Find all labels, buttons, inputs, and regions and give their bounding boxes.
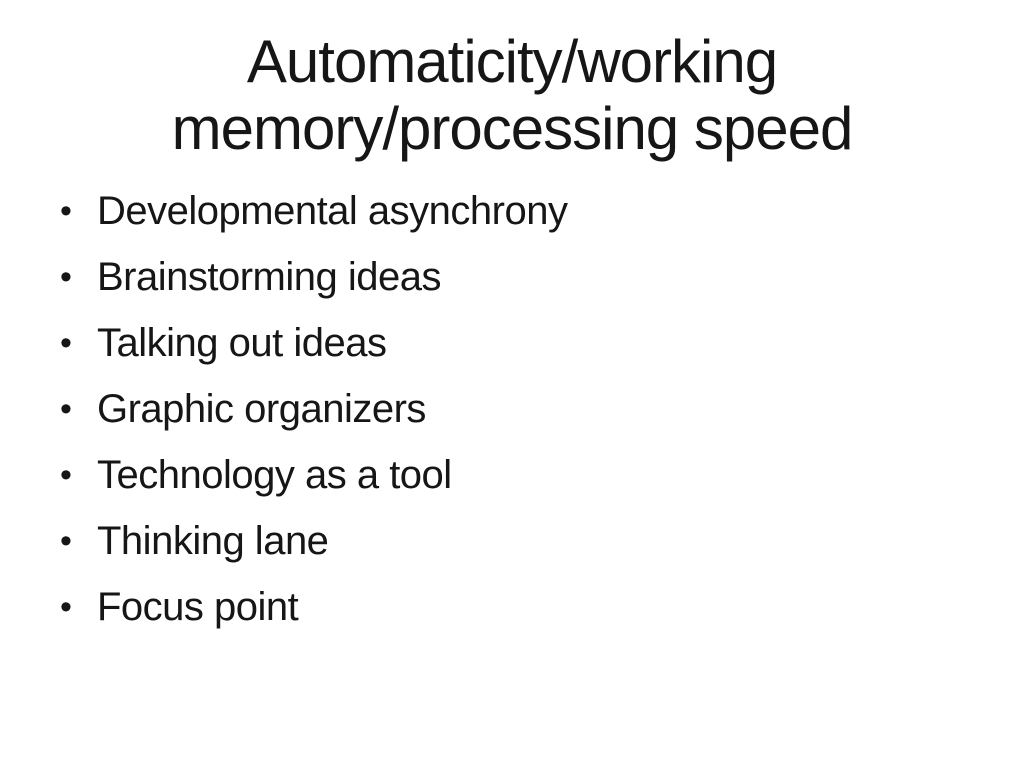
bullet-text: Graphic organizers <box>97 386 426 431</box>
bullet-icon: • <box>60 257 72 296</box>
slide-title-line-1: Automaticity/working <box>246 28 778 95</box>
bullet-text: Developmental asynchrony <box>97 188 568 233</box>
list-item: • Graphic organizers <box>0 376 1024 442</box>
list-item: • Brainstorming ideas <box>0 244 1024 310</box>
list-item: • Focus point <box>0 574 1024 640</box>
list-item: • Talking out ideas <box>0 310 1024 376</box>
list-item: • Technology as a tool <box>0 442 1024 508</box>
list-item: • Thinking lane <box>0 508 1024 574</box>
bullet-text: Technology as a tool <box>97 452 452 497</box>
bullet-icon: • <box>60 389 72 428</box>
bullet-icon: • <box>60 323 72 362</box>
bullet-icon: • <box>60 191 72 230</box>
bullet-text: Talking out ideas <box>97 320 387 365</box>
slide-title-line-2: memory/processing speed <box>171 95 854 162</box>
list-item: • Developmental asynchrony <box>0 178 1024 244</box>
bullet-icon: • <box>60 521 72 560</box>
bullet-list: • Developmental asynchrony • Brainstormi… <box>0 178 1024 640</box>
bullet-text: Thinking lane <box>97 518 329 563</box>
slide-title: Automaticity/working memory/processing s… <box>0 28 1024 162</box>
bullet-icon: • <box>60 455 72 494</box>
bullet-text: Focus point <box>97 584 299 629</box>
bullet-text: Brainstorming ideas <box>97 254 442 299</box>
bullet-icon: • <box>60 587 72 626</box>
